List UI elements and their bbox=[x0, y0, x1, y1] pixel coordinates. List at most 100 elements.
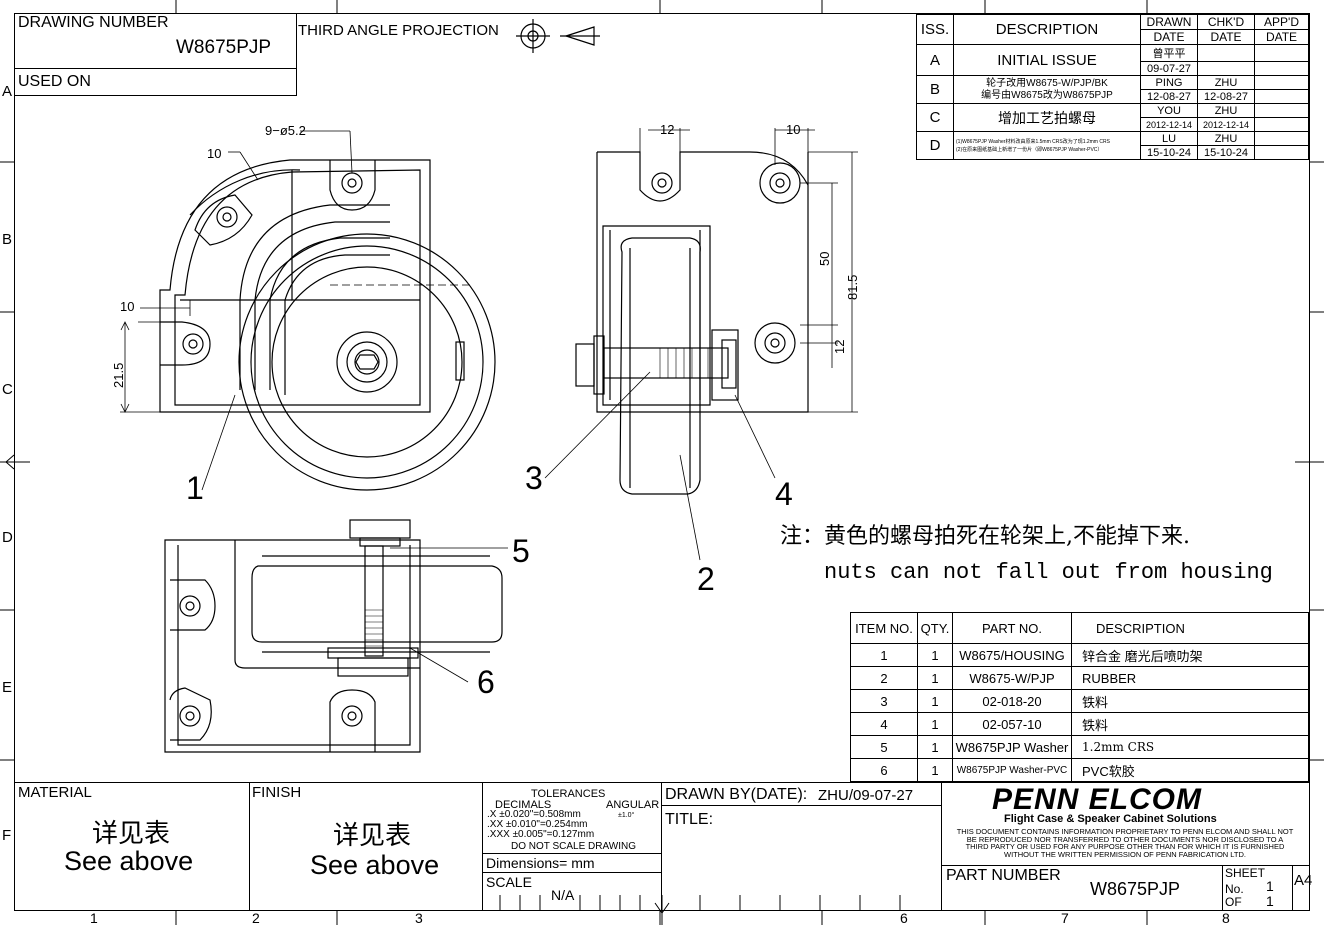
rev-drawn-date: 15-10-24 bbox=[1140, 145, 1198, 160]
rev-chkd-date: 15-10-24 bbox=[1197, 145, 1255, 160]
finish-zh: 详见表 bbox=[333, 820, 412, 850]
balloon-4: 4 bbox=[775, 476, 793, 512]
dim-10-a: 10 bbox=[207, 146, 222, 161]
rev-desc-line: (1)W8675PJP Washer材料改由原来1.5mm CRS改为了现1.2… bbox=[956, 138, 1110, 145]
zone-row-b: B bbox=[2, 231, 13, 248]
sheet-of-label: OF bbox=[1225, 895, 1242, 909]
tolerance-x: .X ±0.020"=0.508mm bbox=[487, 809, 581, 820]
bom-part: W8675PJP Washer bbox=[952, 735, 1072, 759]
zone-row-c: C bbox=[2, 381, 13, 398]
tolerance-xxx: .XXX ±0.005"=0.127mm bbox=[487, 829, 595, 840]
bom-qty: 1 bbox=[917, 666, 953, 690]
rev-drawn: PING bbox=[1140, 75, 1198, 90]
zone-col-8: 8 bbox=[1222, 910, 1230, 926]
rev-header-date: DATE bbox=[1254, 29, 1309, 45]
zone-col-1: 1 bbox=[90, 910, 98, 926]
zone-row-d: D bbox=[2, 529, 13, 546]
tolerances-angular: ANGULAR bbox=[606, 799, 660, 811]
zone-col-7: 7 bbox=[1061, 910, 1069, 926]
sheet-no-value: 1 bbox=[1266, 878, 1274, 894]
view-side bbox=[544, 128, 858, 561]
balloon-3: 3 bbox=[525, 460, 543, 496]
zone-row-e: E bbox=[2, 679, 13, 696]
company-logo: PENN ELCOM bbox=[992, 783, 1203, 816]
rev-header-drawn: DRAWN bbox=[1140, 14, 1198, 30]
rev-chkd-date: 12-08-27 bbox=[1197, 89, 1255, 104]
bom-desc: PVC软胶 bbox=[1071, 758, 1309, 782]
view-front bbox=[120, 130, 496, 491]
drawn-by-label: DRAWN BY(DATE): bbox=[665, 786, 808, 803]
tolerances-title: TOLERANCES bbox=[531, 788, 606, 800]
size-cell bbox=[1292, 865, 1310, 911]
rev-header-iss: ISS. bbox=[916, 14, 954, 45]
tolerance-xx: .XX ±0.010"=0.254mm bbox=[487, 819, 588, 830]
rev-desc-line: (2)在原来图纸基础上新增了一份片（即W8675PJP Washer-PVC） bbox=[956, 146, 1103, 153]
bom-part: W8675-W/PJP bbox=[952, 666, 1072, 690]
bom-part: 02-018-20 bbox=[952, 689, 1072, 713]
bom-part: W8675PJP Washer-PVC bbox=[952, 758, 1072, 782]
projection-label: THIRD ANGLE PROJECTION bbox=[298, 22, 499, 39]
bom-header-part: PART NO. bbox=[952, 612, 1072, 644]
rev-desc: (1)W8675PJP Washer材料改由原来1.5mm CRS改为了现1.2… bbox=[953, 131, 1141, 160]
projection-symbol-icon bbox=[516, 19, 600, 53]
dim-10-b: 10 bbox=[120, 299, 135, 314]
bom-header-item: ITEM NO. bbox=[850, 612, 918, 644]
view-top bbox=[164, 519, 508, 753]
dim-holes: 9−ø5.2 bbox=[265, 123, 306, 138]
scale-value: N/A bbox=[551, 887, 575, 903]
dim-10-c: 10 bbox=[786, 122, 801, 137]
bom-desc: 锌合金 磨光后喷叻架 bbox=[1071, 643, 1309, 667]
company-tagline: Flight Case & Speaker Cabinet Solutions bbox=[1004, 813, 1217, 825]
material-en: See above bbox=[64, 846, 194, 876]
material-zh: 详见表 bbox=[92, 818, 171, 848]
rev-desc-line: 轮子改用W8675-W/PJP/BK bbox=[986, 77, 1108, 89]
rev-iss: A bbox=[916, 44, 954, 76]
zone-row-a: A bbox=[2, 83, 13, 100]
bom-part: W8675/HOUSING bbox=[952, 643, 1072, 667]
confidential-notice: THIS DOCUMENT CONTAINS INFORMATION PROPR… bbox=[956, 827, 1294, 859]
bom-desc: 铁料 bbox=[1071, 689, 1309, 713]
tolerances-decimals: DECIMALS bbox=[495, 799, 552, 811]
note-chinese: 注：黄色的螺母拍死在轮架上,不能掉下来. bbox=[780, 524, 1190, 549]
sheet-label: SHEET bbox=[1225, 866, 1266, 880]
drawn-by-value: ZHU/09-07-27 bbox=[818, 787, 914, 804]
do-not-scale: DO NOT SCALE DRAWING bbox=[511, 841, 637, 852]
bom-item: 4 bbox=[850, 712, 918, 736]
zone-col-2: 2 bbox=[252, 910, 260, 926]
part-number-label: PART NUMBER bbox=[946, 867, 1061, 884]
zone-col-6: 6 bbox=[900, 910, 908, 926]
dimensions-units: Dimensions= mm bbox=[486, 855, 595, 871]
tolerances-angular-value: ±1.0° bbox=[618, 812, 635, 819]
sheet-of-value: 1 bbox=[1266, 893, 1274, 909]
rev-iss: D bbox=[916, 131, 954, 160]
part-number-value: W8675PJP bbox=[1090, 879, 1181, 899]
sheet-no-label: No. bbox=[1225, 882, 1244, 896]
bom-item: 3 bbox=[850, 689, 918, 713]
bom-desc: RUBBER bbox=[1071, 666, 1309, 690]
used-on-box bbox=[14, 68, 297, 96]
rev-drawn: LU bbox=[1140, 131, 1198, 146]
drawing-number-label: DRAWING NUMBER bbox=[18, 14, 169, 31]
material-label: MATERIAL bbox=[18, 784, 92, 801]
bom-item: 6 bbox=[850, 758, 918, 782]
revision-table: ISS. DESCRIPTION DRAWN CHK'D APP'D DATE … bbox=[916, 14, 1309, 160]
rev-header-date: DATE bbox=[1140, 29, 1198, 45]
finish-en: See above bbox=[310, 850, 440, 880]
scale-label: SCALE bbox=[486, 874, 532, 890]
balloon-1: 1 bbox=[186, 470, 204, 506]
rev-desc-line: 编号由W8675改为W8675PJP bbox=[981, 89, 1113, 101]
balloon-5: 5 bbox=[512, 533, 530, 569]
zone-row-f: F bbox=[2, 827, 12, 844]
used-on-label: USED ON bbox=[18, 73, 91, 90]
title-label: TITLE: bbox=[665, 811, 714, 828]
note-english: nuts can not fall out from housing bbox=[824, 560, 1273, 585]
rev-header-appd: APP'D bbox=[1254, 14, 1309, 30]
dim-12-a: 12 bbox=[660, 122, 675, 137]
drawing-number-value: W8675PJP bbox=[176, 37, 272, 58]
sheet-size: A4 bbox=[1294, 872, 1313, 889]
rev-chkd: ZHU bbox=[1197, 75, 1255, 90]
balloon-6: 6 bbox=[477, 664, 495, 700]
